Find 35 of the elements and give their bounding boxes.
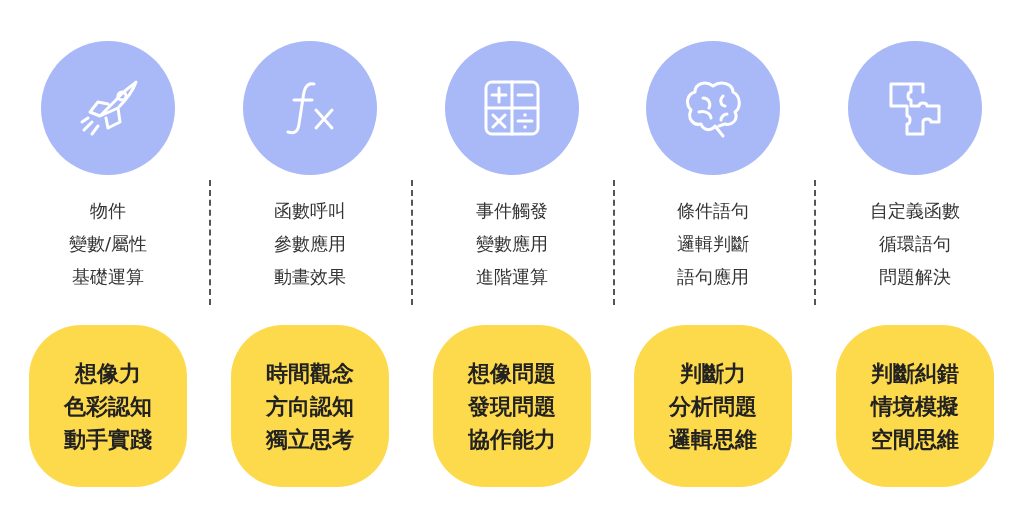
skill-text: 判斷力 (680, 359, 746, 388)
skill-card (433, 325, 591, 487)
topic-label: 循環語句 (878, 234, 952, 254)
topic-label: 問題解決 (878, 267, 952, 287)
skill-text: 邏輯思維 (669, 425, 757, 454)
topic-label: 事件觸發 (475, 201, 549, 221)
topic-label: 條件語句 (676, 201, 750, 221)
topic-label: 自定義函數 (869, 201, 961, 221)
skill-text: 協作能力 (468, 425, 556, 454)
topic-label: 動畫效果 (273, 267, 347, 287)
skill-text: 想像問題 (468, 359, 556, 388)
skill-text: 色彩認知 (64, 392, 152, 421)
skill-text: 發現問題 (468, 392, 556, 421)
topic-label: 變數/屬性 (67, 234, 149, 254)
skill-text: 空間思維 (871, 425, 959, 454)
skill-text: 獨立思考 (266, 425, 354, 454)
skill-text: 情境模擬 (871, 392, 959, 421)
skill-card (231, 325, 389, 487)
skill-text: 時間觀念 (266, 359, 354, 388)
skill-text: 分析問題 (669, 392, 757, 421)
topic-label: 參數應用 (273, 234, 347, 254)
skill-text: 方向認知 (266, 392, 354, 421)
topic-label: 基礎運算 (71, 267, 145, 287)
skill-text: 判斷糾錯 (871, 359, 959, 388)
skill-text: 想像力 (75, 359, 141, 388)
topic-label: 變數應用 (475, 234, 549, 254)
skill-text: 動手實踐 (64, 425, 152, 454)
topic-label: 函數呼叫 (273, 201, 347, 221)
topic-label: 進階運算 (475, 267, 549, 287)
skill-card (836, 325, 994, 487)
topic-label: 邏輯判斷 (676, 234, 750, 254)
topic-label: 語句應用 (676, 267, 750, 287)
skill-card (29, 325, 187, 487)
skill-card (634, 325, 792, 487)
topic-label: 物件 (89, 201, 127, 221)
